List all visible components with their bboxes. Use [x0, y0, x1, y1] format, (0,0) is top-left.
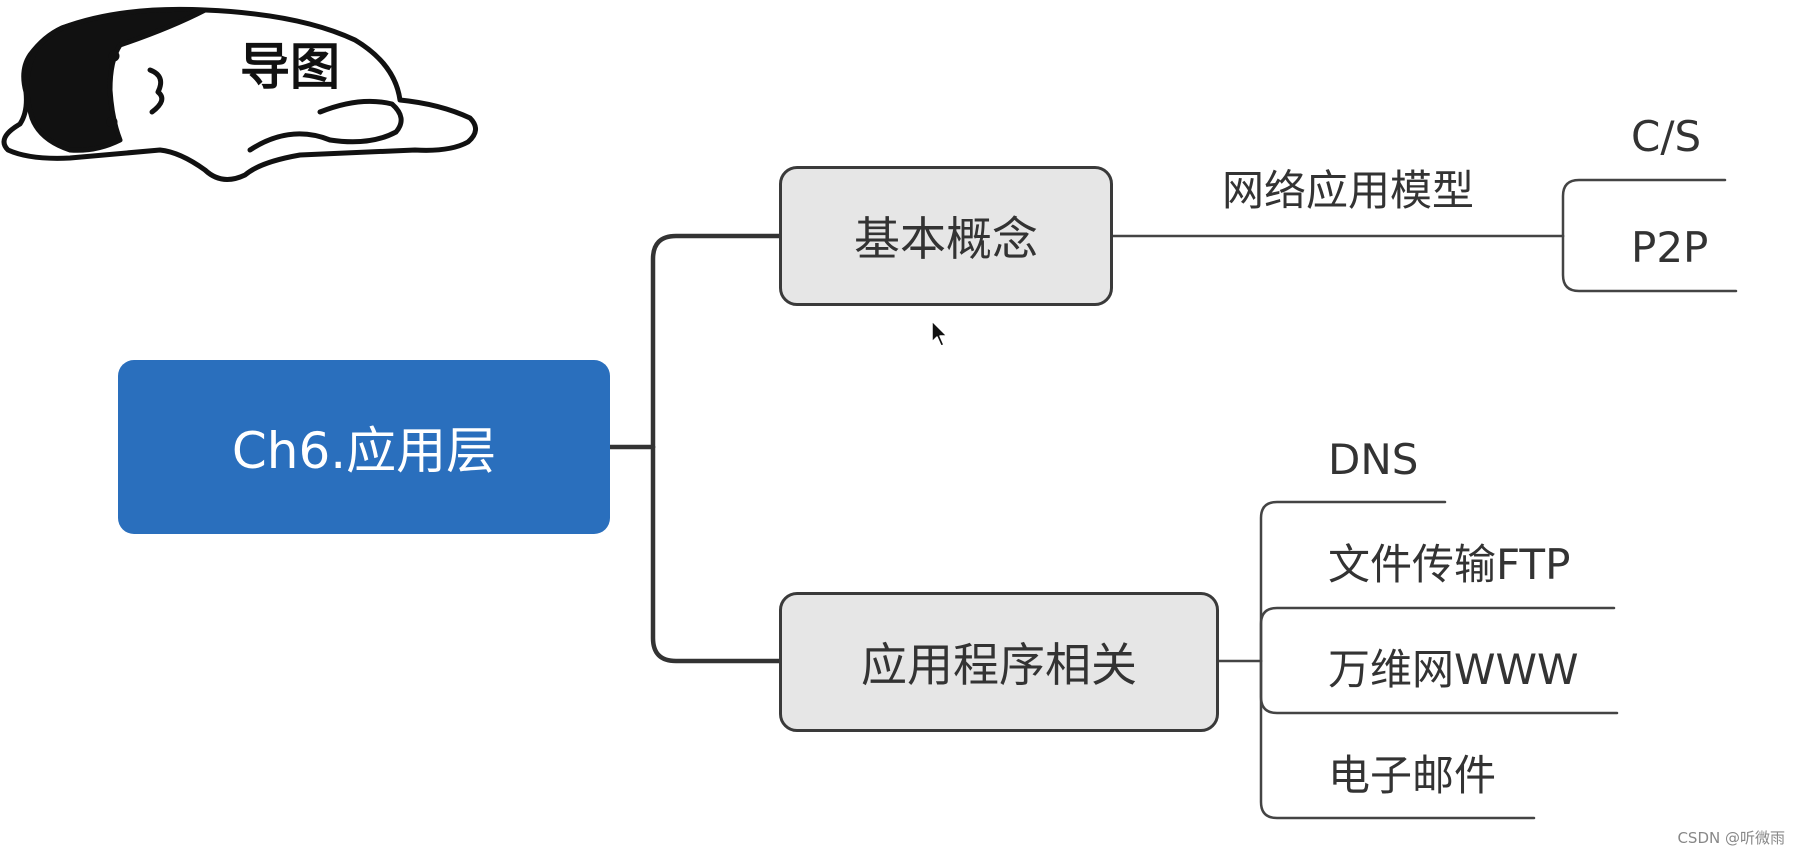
stem-to-ftp-line	[1259, 606, 1616, 663]
sticker-hair	[24, 6, 208, 153]
root-node[interactable]: Ch6.应用层	[118, 360, 610, 534]
trunk-to-basic-branch	[650, 233, 782, 450]
model-to-cs-line	[1561, 178, 1727, 238]
sticker-body-outline	[1, 7, 478, 182]
branch-node-app-programs[interactable]: 应用程序相关	[779, 592, 1219, 732]
app-branch-lines	[1217, 500, 1619, 820]
sticker-mouth	[147, 67, 165, 115]
stem-to-dns-line	[1259, 500, 1447, 663]
sticker-arm-lower	[247, 131, 333, 153]
mouse-cursor-icon	[931, 320, 948, 347]
sleeping-character-sticker	[1, 6, 478, 182]
leaf-network-app-model[interactable]: 网络应用模型	[1222, 166, 1475, 215]
root-node-label: Ch6.应用层	[231, 422, 497, 480]
sticker-eye-1	[108, 50, 120, 62]
branch-node-basic-concepts-label: 基本概念	[854, 212, 1038, 266]
leaf-email[interactable]: 电子邮件	[1328, 751, 1497, 800]
leaf-ftp[interactable]: 文件传输FTP	[1328, 540, 1571, 589]
sticker-eye-2	[106, 116, 118, 128]
trunk-to-app-branch	[650, 444, 782, 664]
leaf-www[interactable]: 万维网WWW	[1328, 645, 1579, 694]
basic-branch-lines	[1111, 178, 1738, 293]
sticker-title: 导图	[240, 38, 340, 96]
branch-node-app-programs-label: 应用程序相关	[861, 638, 1137, 692]
model-to-p2p-line	[1561, 234, 1738, 293]
watermark: CSDN @听微雨	[1677, 829, 1785, 847]
stem-to-email-line	[1259, 659, 1536, 820]
leaf-client-server[interactable]: C/S	[1631, 112, 1702, 161]
leaf-dns[interactable]: DNS	[1328, 435, 1419, 484]
trunk-connectors	[607, 233, 782, 664]
leaf-peer-to-peer[interactable]: P2P	[1631, 223, 1709, 272]
branch-node-basic-concepts[interactable]: 基本概念	[779, 166, 1113, 306]
sticker-arm	[317, 98, 404, 145]
